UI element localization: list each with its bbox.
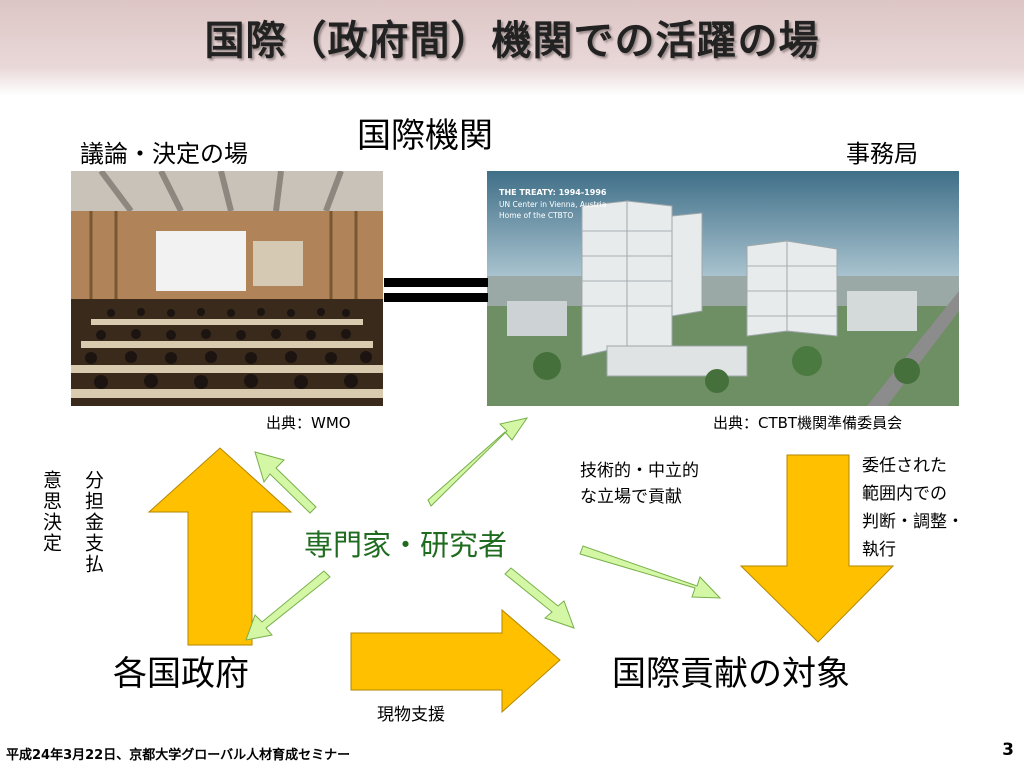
delegated-note-line-2: 範囲内での: [862, 484, 947, 504]
right-panel-heading: 事務局: [846, 140, 918, 168]
conference-hall-photo: [71, 171, 383, 406]
left-photo-credit: 出典：WMO: [266, 414, 351, 432]
upward-orange-arrow: [147, 447, 293, 646]
photo-caption-line-2: UN Center in Vienna, Austria: [499, 200, 606, 209]
title-band: [0, 0, 1024, 96]
arrow-to-target-upper: [579, 545, 722, 599]
equals-bar-top: [384, 278, 488, 287]
right-photo-credit: 出典：CTBT機関準備委員会: [713, 414, 903, 432]
downward-orange-arrow: [739, 454, 895, 643]
arrow-to-right-photo: [427, 417, 529, 507]
decision-label: 意思決定: [40, 470, 62, 554]
delegated-note-line-3: 判断・調整・: [862, 512, 964, 532]
payment-label: 分担金支払: [82, 470, 104, 575]
arrow-to-left-photo: [254, 451, 317, 514]
slide-title: 国際（政府間）機関での活躍の場: [204, 18, 820, 64]
arrow-to-target-lower: [504, 567, 575, 629]
rightward-orange-arrow: [350, 608, 561, 714]
governments-node: 各国政府: [113, 654, 249, 694]
arrow-to-governments: [245, 570, 331, 641]
technical-note-line-1: 技術的・中立的: [580, 461, 699, 481]
experts-node: 専門家・研究者: [304, 528, 508, 562]
equals-bar-bottom: [384, 293, 488, 302]
delegated-note: 委任された 範囲内での 判断・調整・ 執行: [862, 452, 964, 564]
delegated-note-line-1: 委任された: [862, 456, 947, 476]
technical-note-line-2: な立場で貢献: [580, 487, 682, 507]
target-node: 国際貢献の対象: [612, 654, 850, 694]
page-number: 3: [1002, 740, 1014, 760]
delegated-note-line-4: 執行: [862, 540, 896, 560]
footer-text: 平成24年3月22日、京都大学グローバル人材育成セミナー: [6, 748, 351, 763]
in-kind-support-label: 現物支援: [377, 705, 445, 725]
vienna-un-center-photo: THE TREATY: 1994-1996 UN Center in Vienn…: [487, 171, 959, 406]
technical-note: 技術的・中立的 な立場で貢献: [580, 458, 699, 510]
org-heading: 国際機関: [357, 116, 493, 156]
photo-caption-line-3: Home of the CTBTO: [499, 211, 573, 220]
photo-caption-line-1: THE TREATY: 1994-1996: [499, 188, 607, 197]
left-panel-heading: 議論・決定の場: [80, 140, 248, 168]
